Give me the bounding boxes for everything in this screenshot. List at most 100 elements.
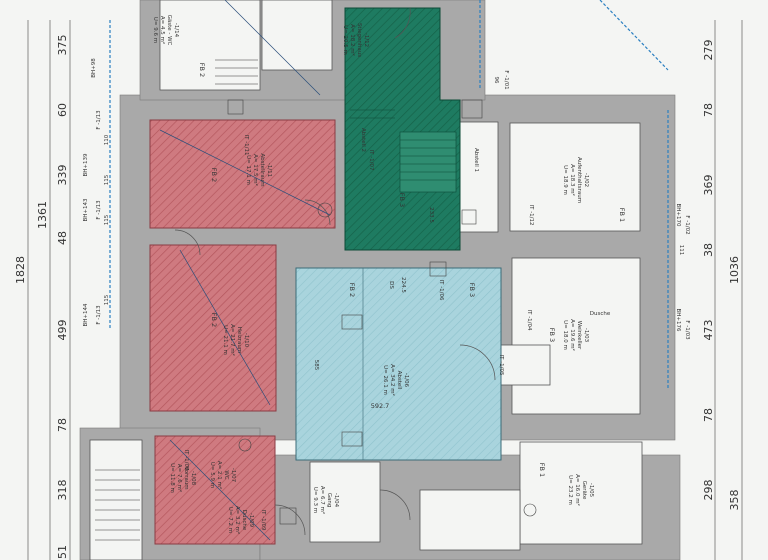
room-label-red4: -1/07 WC A= 2.1 m² U= 5.9 m [209,461,236,489]
fb-label: FB 3 [548,328,556,342]
svg-text:Abstell: Abstell [396,371,402,390]
pipes [159,0,331,541]
dim-right: 38 [702,243,715,257]
window-code: F -1/13 [96,200,102,220]
svg-text:U= 9.3 m: U= 9.3 m [312,487,318,513]
dim-left: 48 [56,231,69,245]
svg-text:A= 6.7 m²: A= 6.7 m² [319,486,326,514]
room-label-r2: -1/03 Weinkeller A= 19.6 m² U= 18.0 m [562,319,589,351]
svg-text:A= 16.0 m²: A= 16.0 m² [574,474,581,506]
room-blue [295,267,502,461]
doors [174,7,496,536]
svg-text:Vorraum: Vorraum [183,466,189,489]
svg-text:A= 34.2 m²: A= 34.2 m² [389,364,396,396]
window-size: 110 [104,134,110,145]
room-fills [149,7,502,545]
fb-label: FB 2 [210,168,218,182]
dim-right: 78 [702,103,715,117]
fb-label: FB 2 [210,313,218,327]
svg-text:U= 9.6 m: U= 9.6 m [152,17,158,43]
room-red-2 [149,244,277,412]
window-code: F -1/01 [503,70,509,89]
fb-label: FB 2 [348,283,356,297]
svg-text:-1/08: -1/08 [190,471,196,486]
door-label: IT -1/06 [438,279,444,301]
svg-text:U= 23.2 m: U= 23.2 m [567,475,573,505]
room-label-r3: -1/05 Geräte A= 16.0 m² U= 23.2 m [567,474,594,506]
side-note: BH+176 [675,308,681,332]
svg-text:A= 3.2 m²: A= 3.2 m² [234,506,241,534]
center-dims: 224.5 592.7 585 233.5 [313,207,434,410]
svg-text:U= 11.8 m: U= 11.8 m [169,463,175,493]
extra-label: Dusche [590,311,611,317]
svg-text:-1/07: -1/07 [230,468,236,483]
dim-left: 51 [56,545,69,559]
room-red-1 [149,119,336,229]
fb-label: FB 3 [468,283,476,297]
dim-right: 78 [702,408,715,422]
window-size: 115 [104,174,110,185]
room-label-r5: -1/14 Gäste - WC A= 4.5 m² U= 9.6 m [152,15,179,46]
side-note: BH+98 [91,58,97,78]
window-code: F -1/13 [96,305,102,325]
window-size: 115 [104,214,110,225]
room-labels: -1/11 Abstellraum A= 17.5 m² U= 17.1 m -… [152,15,594,535]
fb-label: FB 1 [618,208,626,222]
dims-left: 375 60 339 48 499 78 318 51 1361 1828 [14,35,69,560]
svg-text:A= 2.1 m²: A= 2.1 m² [216,461,223,489]
window-code: F -1/03 [684,320,690,340]
dim-left: 339 [56,165,69,186]
fb-label: FB 3 [398,193,406,207]
svg-text:-1/04: -1/04 [333,493,339,508]
svg-text:U= 18.9 m: U= 18.9 m [562,165,568,195]
door-label: IT -1/08 [183,449,189,471]
svg-text:A= 17.5 m²: A= 17.5 m² [252,154,259,186]
svg-text:U= 26.1 m: U= 26.1 m [382,365,388,395]
svg-text:A= 21.7 m²: A= 21.7 m² [229,324,236,356]
svg-text:A= 18.2 m²: A= 18.2 m² [349,24,356,56]
svg-text:-1/10: -1/10 [243,333,249,348]
room-label-red3: -1/08 Vorraum A= 7.6 m² U= 11.8 m [169,463,196,493]
center-dim: 224.5 [400,277,406,293]
svg-text:WC: WC [223,470,229,479]
room-label-green: -1/12 Stiegenhaus A= 18.2 m² U= 20.5 m [342,23,369,57]
extra-labels: Dusche Abstell 1 Abstell 2 DS [360,128,611,317]
svg-text:Geräte: Geräte [581,481,587,500]
window-size: 115 [104,294,110,305]
dim-lines [27,20,743,560]
svg-text:U= 5.9 m: U= 5.9 m [209,462,215,488]
svg-text:-1/03: -1/03 [583,328,589,343]
extra-label: Abstell 2 [360,128,366,152]
side-note: BH+144 [83,303,89,327]
side-note: BH+143 [83,198,89,222]
svg-text:Aufenthaltsraum: Aufenthaltsraum [576,157,582,203]
dim-left: 78 [56,418,69,432]
dim-left: 60 [56,103,69,117]
extra-label: DS [388,281,394,289]
center-dim: 233.5 [428,207,434,223]
door-labels: IT -1/11 IT -1/12 IT -1/06 IT -1/05 IT -… [183,134,534,531]
fb-labels: FB 2 FB 2 FB 2 FB 3 FB 3 FB 3 FB 1 FB 1 … [198,63,626,477]
window-labels: F -1/13 F -1/13 F -1/13 F -1/02 F -1/03 … [96,70,690,340]
window-size: 111 [678,245,684,256]
svg-text:-1/02: -1/02 [583,173,589,187]
svg-text:A= 19.6 m²: A= 19.6 m² [569,319,576,351]
svg-text:Heizraum: Heizraum [236,327,242,353]
svg-text:Dusche: Dusche [241,510,247,531]
dims-right: 279 78 369 38 473 78 298 1036 358 [702,40,741,511]
room-label-blue: -1/06 Abstell A= 34.2 m² U= 26.1 m [382,364,409,396]
room-label-red5: -1/09 Dusche A= 3.2 m² U= 7.2 m [227,506,254,534]
extra-label: Abstell 1 [473,148,479,172]
window-size: 96 [493,77,499,84]
side-notes: BH+98 BH+139 BH+143 BH+144 BH+170 BH+176 [83,58,681,332]
svg-text:-1/09: -1/09 [248,513,254,528]
window-code: F -1/02 [684,215,690,234]
side-note: BH+139 [83,153,89,177]
svg-text:-1/05: -1/05 [588,483,594,498]
blue-lines [109,0,669,390]
room-label-red1: -1/11 Abstellraum A= 17.5 m² U= 17.1 m [245,153,272,186]
dim-right: 298 [702,480,715,501]
dim-right: 473 [702,320,715,341]
window-code: F -1/13 [96,110,102,130]
stairs-left [95,59,258,541]
